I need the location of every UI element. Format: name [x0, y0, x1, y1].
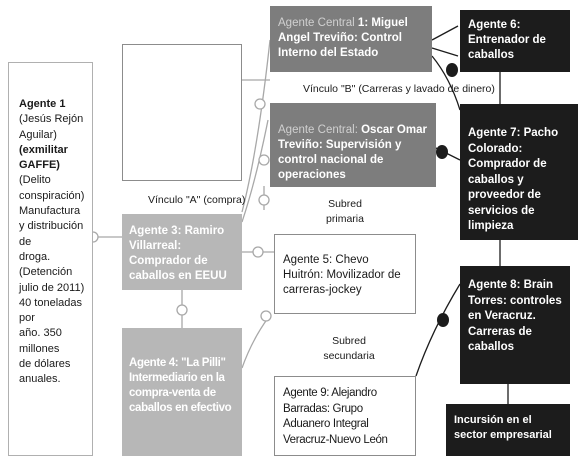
agent1-bold-2: GAFFE): [19, 159, 60, 172]
central1-prefix: Agente Central: [278, 17, 358, 29]
link-agent3-central2: [241, 119, 269, 223]
link-central1-agent7: [431, 55, 461, 111]
node-agent3-agent5: [252, 246, 264, 258]
agent8-text: Agente 8: Brain Torres: controles en Ver…: [468, 279, 562, 353]
node-central2-left: [258, 154, 270, 166]
agent4-text: Agente 4: "La Pilli" Intermediario en la…: [129, 357, 232, 414]
link-central1-agent6-b: [431, 47, 459, 57]
central2-prefix: Agente Central:: [278, 124, 362, 136]
central1-num: 1:: [357, 17, 372, 29]
node-central2-agent7: [436, 145, 448, 159]
agent6-box: Agente 6: Entrenador de caballos: [460, 10, 570, 72]
vinculo-a-label: Vínculo "A" (compra): [148, 194, 246, 206]
node-central1-agent7: [446, 63, 458, 77]
central2-text: Oscar Omar Treviño: Supervisión y contro…: [278, 124, 427, 181]
subred-secundaria-label: Subred secundaria: [308, 334, 390, 364]
agent3-text: Agente 3: Ramiro Villarreal: Comprador d…: [129, 225, 227, 282]
agent1-box: Agente 1 (Jesús Rejón Aguilar) (exmilita…: [8, 62, 93, 456]
agent1-rest-5: (Detención: [19, 266, 73, 279]
agent5-box: Agente 5: Chevo Huitrón: Movilizador de …: [274, 234, 416, 314]
agent7-box: Agente 7: Pacho Colorado: Comprador de c…: [460, 104, 578, 240]
link-central1-agent6: [431, 25, 459, 41]
central1-text: Miguel Angel Treviño: Control Interno de…: [278, 17, 408, 59]
node-agent4-agent5: [260, 310, 272, 322]
subred-primaria-text: Subred primaria: [326, 198, 364, 225]
link-agent4-agent5: [241, 317, 269, 369]
agent1-line-1: (Jesús Rejón: [19, 113, 84, 126]
central2-box: Agente Central: Oscar Omar Treviño: Supe…: [270, 103, 436, 187]
agent8-box: Agente 8: Brain Torres: controles en Ver…: [460, 266, 570, 384]
agent1-rest-9: de dólares: [19, 358, 71, 371]
node-vinculo-a: [258, 194, 270, 206]
agent5-text: Agente 5: Chevo Huitrón: Movilizador de …: [283, 254, 401, 296]
agent1-title: Agente 1: [19, 98, 66, 110]
agent7-text: Agente 7: Pacho Colorado: Comprador de c…: [468, 127, 559, 232]
agent1-bold-1: (exmilitar: [19, 143, 68, 156]
agent6-text: Agente 6: Entrenador de caballos: [468, 19, 546, 61]
agent1-rest-4: droga.: [19, 250, 51, 263]
incursion-text: Incursión en el sector empresarial: [454, 414, 552, 441]
agent9-text: Agente 9: Alejandro Barradas: Grupo Adua…: [283, 387, 388, 446]
agent1-line-2: Aguilar): [19, 128, 57, 141]
incursion-box: Incursión en el sector empresarial: [446, 404, 570, 456]
central1-box: Agente Central 1: Miguel Angel Treviño: …: [270, 6, 432, 72]
agent9-box: Agente 9: Alejandro Barradas: Grupo Adua…: [274, 376, 416, 456]
agent1-rest-7: 40 toneladas por: [19, 296, 82, 325]
link-agent3-central1: [241, 39, 271, 213]
agent1-rest-8: año. 350 millones: [19, 327, 62, 355]
agent1-rest-0: (Delito: [19, 174, 51, 187]
vinculo-b-label: Vínculo "B" (Carreras y lavado de dinero…: [303, 83, 495, 95]
agent1-rest-1: conspiración): [19, 189, 85, 202]
subred-secundaria-text: Subred secundaria: [323, 335, 375, 362]
node-agent9-agent8: [437, 313, 449, 327]
empty-box: [122, 44, 242, 181]
node-agent3-agent4: [176, 304, 188, 316]
agent1-rest-3: y distribución de: [19, 220, 84, 248]
subred-primaria-label: Subred primaria: [310, 197, 380, 227]
agent1-rest-10: anuales.: [19, 373, 61, 386]
agent1-rest-2: Manufactura: [19, 205, 81, 218]
node-central1-left: [254, 98, 266, 110]
link-agent9-agent8: [415, 283, 461, 377]
agent1-rest-6: julio de 2011): [19, 281, 85, 294]
agent4-box: Agente 4: "La Pilli" Intermediario en la…: [122, 328, 242, 456]
agent3-box: Agente 3: Ramiro Villarreal: Comprador d…: [122, 214, 242, 290]
